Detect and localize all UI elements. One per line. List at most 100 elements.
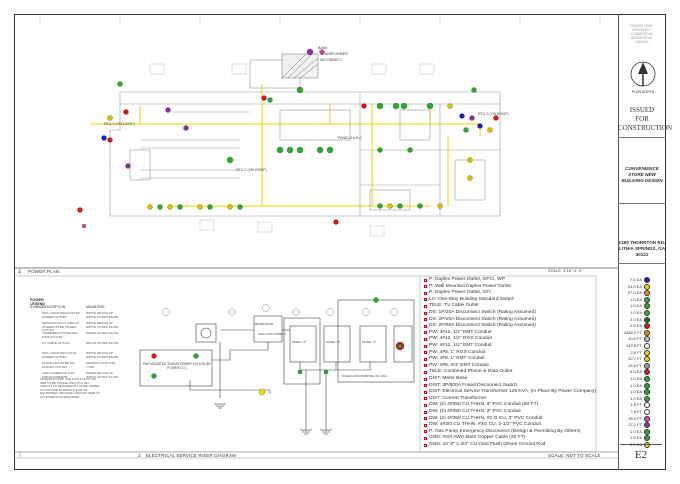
legend-item: PW: 4#12, 1/2" EMT Conduit bbox=[424, 342, 491, 350]
legend-item-text: PW: 4#8, 1" EMT Conduit bbox=[429, 356, 485, 362]
legend-item: PW: 4#12, 1/2" RGS Conduit bbox=[424, 335, 492, 343]
riser-tags bbox=[162, 304, 398, 316]
legend-item-text: P: Duplex Power Outlet, GFCI, WP bbox=[429, 277, 505, 282]
quantity-label: 1.0 EA bbox=[629, 435, 642, 441]
color-dot-icon bbox=[644, 362, 650, 369]
legend-item: DIST: Electrical Service Transformer 125… bbox=[424, 388, 596, 396]
plan-devices-purple bbox=[125, 48, 475, 169]
quantity-row: 1.0 EA bbox=[598, 428, 650, 436]
legend-marker-icon bbox=[424, 443, 427, 447]
legend-marker-icon bbox=[424, 357, 427, 361]
legend-item-text: LC: One-Way Building Standard Switch bbox=[429, 296, 515, 302]
legend-item: DIST: Current Transformer bbox=[424, 395, 486, 403]
label-rtu1: RTU-1 (ON ROOF) bbox=[104, 122, 135, 126]
transformer-pad bbox=[281, 53, 319, 79]
legend-item: PW: 4#8, 3/4" EMT Conduit bbox=[424, 362, 489, 370]
quantity-label: 6.0 EA bbox=[629, 369, 642, 375]
plan-north-label: PLAN NORTH bbox=[631, 90, 655, 94]
legend-marker-icon bbox=[424, 291, 427, 295]
quantity-row: 1.0 EA bbox=[598, 388, 650, 396]
color-dot-icon bbox=[644, 428, 650, 435]
legend-item-text: DIST: Meter Base bbox=[429, 376, 468, 381]
label-transformer: TRANSFORMER bbox=[320, 52, 348, 56]
legend-item: PW: 3#12, 1/2" EMT Conduit bbox=[424, 329, 491, 337]
legend-item: LC: One-Way Building Standard Switch bbox=[424, 296, 514, 304]
legend-item-text: DS: 2P/60A Disconnect Switch (Rating Ass… bbox=[429, 323, 536, 329]
power-plan-title: POWER PLAN bbox=[28, 269, 60, 274]
plan-devices-yellow bbox=[107, 103, 493, 210]
conduit-runs bbox=[90, 84, 481, 207]
legend-marker-icon bbox=[424, 370, 427, 374]
legend-item-text: DW: (2) 4#350 CU THHN, 3" PVC Conduit bbox=[429, 409, 521, 414]
color-dot-icon bbox=[644, 290, 650, 297]
power-legend-col-symbol: SYMBOL bbox=[30, 305, 45, 309]
color-dot-icon bbox=[644, 356, 650, 363]
legend-marker-icon bbox=[424, 417, 427, 421]
legend-item: PW: 4#8, 1" RGS Conduit bbox=[424, 349, 485, 357]
quantity-label: 15.6 FT bbox=[628, 362, 642, 368]
project-address: 1280 THORNTON RD. LITHIA SPRINGS, GA 301… bbox=[618, 240, 666, 264]
legend-item-text: TELE: TV Cable Outlet bbox=[429, 303, 479, 309]
legend-item-text: TELE: Combined Phone & Data Outlet bbox=[429, 369, 513, 375]
color-dot-icon bbox=[644, 349, 650, 356]
riser-panel-b: PANEL "B" bbox=[326, 340, 341, 344]
power-legend-row: GROUND FAULT CIRCUIT INTERRUPTER POWER O… bbox=[42, 321, 119, 333]
riser-transformer-label: PAD MOUNTED TRANSFORMER 125 KVA (BY POWE… bbox=[142, 362, 211, 370]
quantity-label: 7.4 EA bbox=[629, 277, 642, 282]
legend-marker-icon bbox=[424, 311, 427, 315]
legend-item-text: DIST: Current Transformer bbox=[429, 395, 487, 401]
quantity-row: 2.0 EA bbox=[598, 316, 650, 324]
color-dot-icon bbox=[644, 415, 650, 422]
legend-item-text: DW: (2) 4#350 CU THHN, #2 G CU, 3" PVC C… bbox=[429, 415, 543, 421]
legend-marker-icon bbox=[424, 403, 427, 407]
legend-item-text: P: Gas Pump Emergency Disconnect (Design… bbox=[429, 428, 581, 434]
label-base: BASE bbox=[318, 46, 328, 50]
color-dot-icon bbox=[644, 376, 650, 382]
legend-item: DW: (2) 4#350 CU THHN, 3" PVC Conduit (5… bbox=[424, 401, 538, 409]
legend-marker-icon bbox=[424, 364, 427, 368]
plan-devices-green bbox=[117, 81, 477, 210]
quantity-row: 24.0 EA bbox=[598, 283, 650, 291]
legend-marker-icon bbox=[424, 351, 427, 355]
quantity-label: 1.0 EA bbox=[629, 376, 642, 381]
legend-item: DS: 2P/60A Disconnect Switch (Rating Ass… bbox=[424, 322, 536, 330]
quantity-row: 1.6 FT bbox=[598, 401, 650, 409]
legend-item-text: PW: 4#12, 1/2" EMT Conduit bbox=[429, 343, 492, 348]
legend-marker-icon bbox=[424, 298, 427, 302]
quantity-row: 2.8 FT bbox=[598, 349, 650, 357]
quantity-label: 1.0 EA bbox=[629, 382, 642, 388]
floor-plan bbox=[109, 59, 501, 217]
riser-panel-a: PANEL "A" bbox=[292, 340, 307, 344]
site-marks bbox=[149, 63, 435, 237]
legend-item: P: Gas Pump Emergency Disconnect (Design… bbox=[424, 428, 581, 436]
plan-devices-blue bbox=[101, 113, 483, 141]
color-dot-icon bbox=[644, 382, 650, 389]
quantity-row: 1.0 EA bbox=[598, 296, 650, 304]
legend-item: GND: 10'-0" x 3/4" CU Clad Flush Driven … bbox=[424, 441, 545, 449]
ground-symbols bbox=[214, 403, 332, 435]
legend-item-text: PW: 4#12, 1/2" RGS Conduit bbox=[429, 336, 492, 342]
label-w-connect: W/CONNECT bbox=[320, 58, 343, 62]
riser-panel-c: PANEL "C" bbox=[362, 340, 377, 344]
color-dot-icon bbox=[644, 310, 650, 316]
power-plan-scale: SCALE: 3/16"=1'-0" bbox=[548, 269, 583, 273]
quantity-row: 1.0 EA bbox=[598, 375, 650, 383]
legend-item: TELE: Combined Phone & Data Outlet bbox=[424, 368, 512, 376]
quantity-row: 27.0 EA bbox=[598, 289, 650, 297]
color-dot-icon bbox=[644, 402, 650, 409]
legend-item: DW: (2) 4#350 CU THHN, 3" PVC Conduit bbox=[424, 408, 521, 416]
power-plan-number: 1 bbox=[18, 269, 21, 274]
quantity-label: 1.0 EA bbox=[629, 428, 642, 434]
legend-marker-icon bbox=[424, 410, 427, 414]
color-dot-icon bbox=[644, 296, 650, 303]
riser-disconnect-label: MAIN DISCONNECT bbox=[258, 332, 287, 336]
quantity-label: 1.0 EA bbox=[629, 310, 642, 315]
quantity-label: 2485.2 FT bbox=[623, 329, 642, 335]
riser-ocean-label: OCEAN AND PUMPING OF GAS bbox=[342, 374, 387, 378]
plan-devices-red bbox=[77, 95, 499, 225]
plan-devices-pink bbox=[81, 49, 325, 229]
legend-marker-icon bbox=[424, 304, 427, 308]
